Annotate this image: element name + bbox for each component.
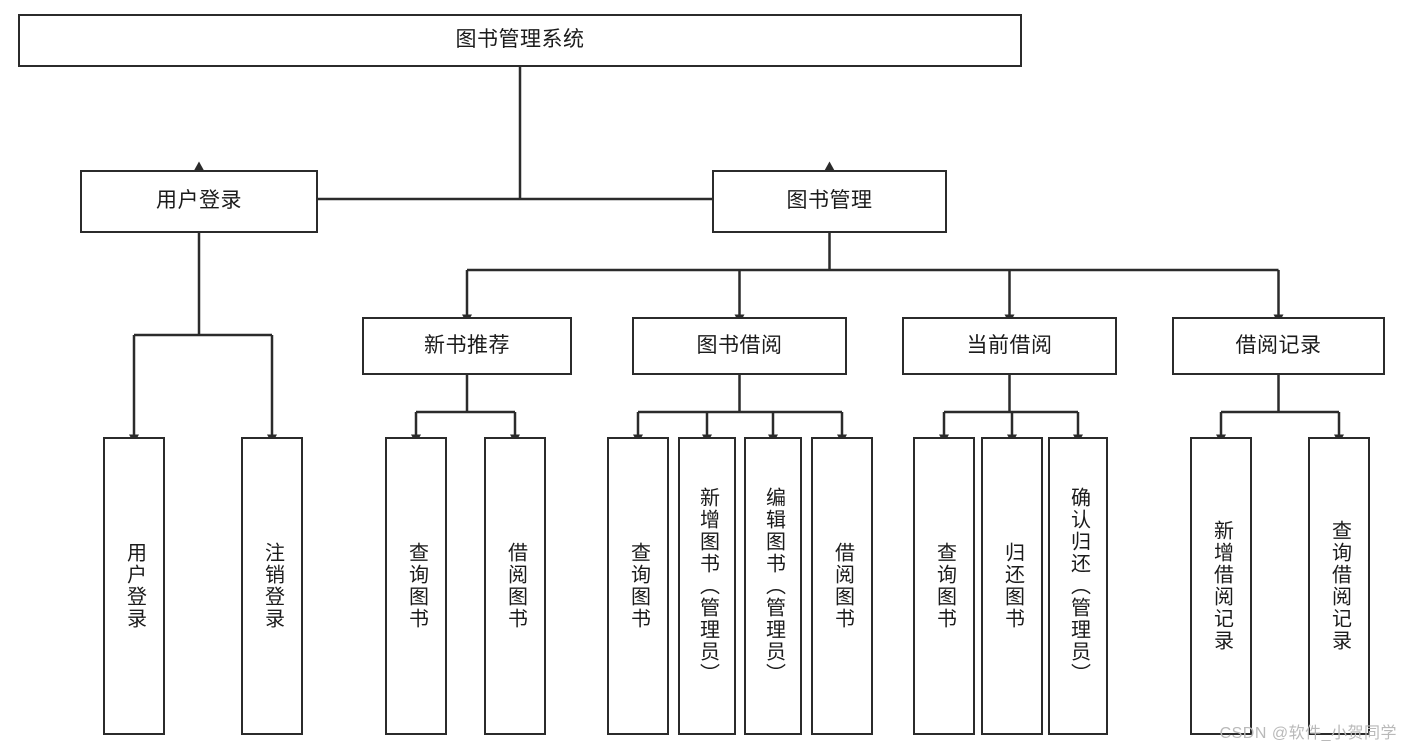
node-leaf-return-book[interactable]: 归还图书: [981, 437, 1043, 735]
node-current-borrow[interactable]: 当前借阅: [902, 317, 1117, 375]
node-book-manage[interactable]: 图书管理: [712, 170, 947, 233]
node-leaf-borrow-book[interactable]: 借阅图书: [811, 437, 873, 735]
node-book-borrow[interactable]: 图书借阅: [632, 317, 847, 375]
node-leaf-confirm-return-admin-label: 确认归还（管理员）: [1067, 487, 1090, 685]
node-leaf-query-book-borrow-label: 查询图书: [627, 542, 650, 630]
node-root[interactable]: 图书管理系统: [18, 14, 1022, 67]
node-leaf-query-book-current[interactable]: 查询图书: [913, 437, 975, 735]
node-user-login-label: 用户登录: [156, 189, 242, 213]
node-root-label: 图书管理系统: [455, 28, 585, 52]
node-book-manage-label: 图书管理: [786, 189, 873, 213]
node-leaf-logout-login[interactable]: 注销登录: [241, 437, 303, 735]
node-leaf-add-borrow-record-label: 新增借阅记录: [1210, 520, 1233, 652]
node-leaf-add-borrow-record[interactable]: 新增借阅记录: [1190, 437, 1252, 735]
node-borrow-record-label: 借阅记录: [1235, 333, 1322, 357]
node-leaf-query-book-current-label: 查询图书: [933, 542, 956, 630]
node-leaf-query-book-rec-label: 查询图书: [405, 542, 428, 630]
node-leaf-logout-login-label: 注销登录: [261, 542, 284, 630]
node-leaf-confirm-return-admin[interactable]: 确认归还（管理员）: [1048, 437, 1108, 735]
node-leaf-query-book-rec[interactable]: 查询图书: [385, 437, 447, 735]
node-leaf-borrow-book-rec-label: 借阅图书: [504, 542, 527, 630]
node-leaf-user-login-label: 用户登录: [123, 542, 146, 630]
node-leaf-query-borrow-record-label: 查询借阅记录: [1328, 520, 1351, 652]
node-leaf-borrow-book-rec[interactable]: 借阅图书: [484, 437, 546, 735]
node-leaf-borrow-book-label: 借阅图书: [831, 542, 854, 630]
node-user-login[interactable]: 用户登录: [80, 170, 318, 233]
node-leaf-edit-book-admin-label: 编辑图书（管理员）: [762, 487, 785, 685]
node-borrow-record[interactable]: 借阅记录: [1172, 317, 1385, 375]
node-leaf-edit-book-admin[interactable]: 编辑图书（管理员）: [744, 437, 802, 735]
node-book-borrow-label: 图书借阅: [696, 333, 783, 357]
node-leaf-add-book-admin-label: 新增图书（管理员）: [696, 487, 719, 685]
node-leaf-query-book-borrow[interactable]: 查询图书: [607, 437, 669, 735]
watermark: CSDN @软件_小贺同学: [1219, 725, 1397, 742]
node-leaf-query-borrow-record[interactable]: 查询借阅记录: [1308, 437, 1370, 735]
node-leaf-user-login[interactable]: 用户登录: [103, 437, 165, 735]
node-new-book-recommend[interactable]: 新书推荐: [362, 317, 572, 375]
node-leaf-add-book-admin[interactable]: 新增图书（管理员）: [678, 437, 736, 735]
node-leaf-return-book-label: 归还图书: [1001, 542, 1024, 630]
node-current-borrow-label: 当前借阅: [966, 333, 1053, 357]
node-new-book-recommend-label: 新书推荐: [424, 333, 510, 357]
